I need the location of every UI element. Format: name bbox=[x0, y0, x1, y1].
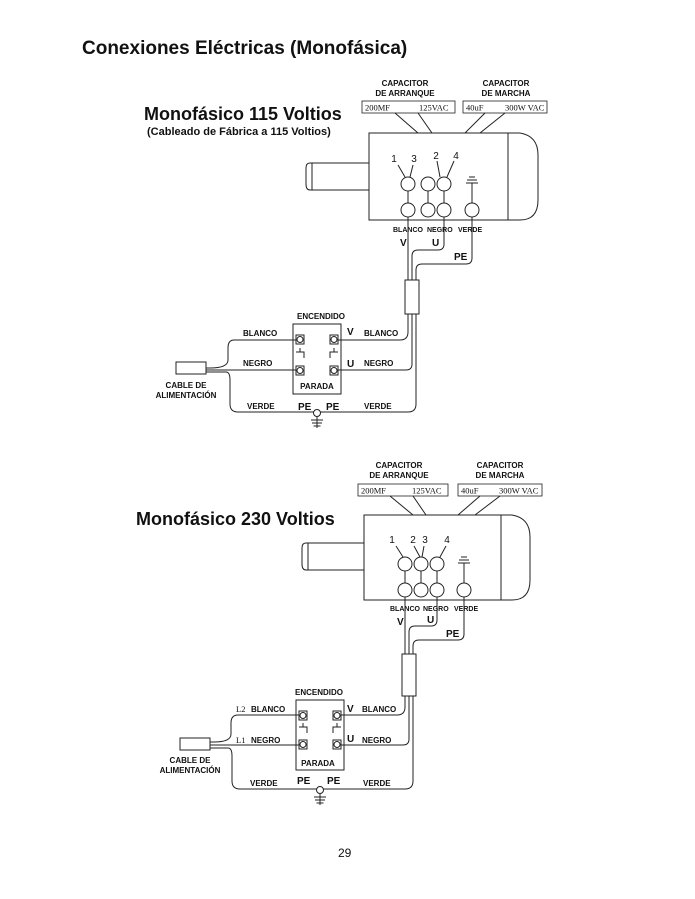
ground-icon bbox=[314, 794, 326, 805]
switch-left-wire-negro: NEGRO bbox=[243, 359, 272, 368]
terminal-number: 2 bbox=[433, 151, 439, 162]
ground-icon bbox=[458, 556, 470, 583]
ground-right-wire: VERDE bbox=[363, 779, 391, 788]
switch-115v: ENCENDIDO PARADA V U bbox=[292, 312, 354, 395]
diagram-115v-subtitle: (Cableado de Fábrica a 115 Voltios) bbox=[147, 126, 331, 138]
ground-right-code: PE bbox=[327, 776, 341, 787]
switch-code-v: V bbox=[347, 327, 354, 338]
start-capacitor: CAPACITOR DE ARRANQUE 200MF 125VAC bbox=[357, 461, 449, 516]
switch-top-label: ENCENDIDO bbox=[297, 312, 345, 321]
terminal-number: 1 bbox=[389, 535, 395, 546]
motor-wire-verde: VERDE bbox=[454, 606, 478, 613]
start-capacitor-label-2: DE ARRANQUE bbox=[375, 89, 435, 98]
run-capacitor: CAPACITOR DE MARCHA 40uF 300W VAC bbox=[462, 79, 548, 134]
switch-left-wire-blanco: BLANCO bbox=[251, 705, 285, 714]
ground-right-wire: VERDE bbox=[364, 402, 392, 411]
switch-right-wire-blanco: BLANCO bbox=[364, 329, 398, 338]
motor-code-u: U bbox=[427, 615, 434, 626]
line-code-l2: L2 bbox=[236, 704, 245, 714]
ground-left-code: PE bbox=[298, 402, 312, 413]
run-capacitor-rating-a: 40uF bbox=[461, 486, 479, 496]
motor-code-v: V bbox=[400, 238, 407, 249]
switch-code-v: V bbox=[347, 704, 354, 715]
ground-screw-icon bbox=[313, 409, 321, 417]
run-capacitor-rating-b: 300W VAC bbox=[505, 103, 545, 113]
start-capacitor-label-2: DE ARRANQUE bbox=[369, 471, 429, 480]
power-cable-label-1: CABLE DE bbox=[166, 381, 208, 390]
switch-right-wire-negro: NEGRO bbox=[364, 359, 393, 368]
switch-left-wire-negro: NEGRO bbox=[251, 736, 280, 745]
terminal-number: 3 bbox=[422, 535, 428, 546]
motor-wire-negro: NEGRO bbox=[427, 227, 453, 234]
cable-sleeve bbox=[404, 279, 420, 315]
page-number: 29 bbox=[338, 846, 352, 860]
terminal-number: 1 bbox=[391, 154, 397, 165]
run-capacitor: CAPACITOR DE MARCHA 40uF 300W VAC bbox=[457, 461, 543, 516]
motor-wire-verde: VERDE bbox=[458, 227, 482, 234]
ground-left-wire: VERDE bbox=[250, 779, 278, 788]
switch-code-u: U bbox=[347, 734, 354, 745]
terminal-number: 3 bbox=[411, 154, 417, 165]
switch-230v: ENCENDIDO PARADA V U bbox=[295, 688, 354, 771]
ground-left-wire: VERDE bbox=[247, 402, 275, 411]
power-cable-label-1: CABLE DE bbox=[170, 756, 212, 765]
motor-wire-negro: NEGRO bbox=[423, 606, 449, 613]
motor-230v: 1 2 3 4 bbox=[301, 514, 531, 601]
ground-icon bbox=[311, 417, 323, 428]
start-capacitor-rating-b: 125VAC bbox=[412, 486, 442, 496]
ground-icon bbox=[466, 176, 478, 203]
run-capacitor-rating-b: 300W VAC bbox=[499, 486, 539, 496]
start-capacitor-label-1: CAPACITOR bbox=[376, 461, 423, 470]
motor-code-v: V bbox=[397, 617, 404, 628]
start-capacitor: CAPACITOR DE ARRANQUE 200MF 125VAC bbox=[361, 79, 456, 134]
terminal-number: 2 bbox=[410, 535, 416, 546]
line-code-l1: L1 bbox=[236, 735, 245, 745]
switch-bottom-label: PARADA bbox=[300, 382, 334, 391]
power-cable-label-2: ALIMENTACIÓN bbox=[160, 766, 221, 775]
cable-sleeve bbox=[401, 653, 417, 697]
motor-code-pe: PE bbox=[446, 629, 460, 640]
run-capacitor-label-2: DE MARCHA bbox=[482, 89, 531, 98]
run-capacitor-label-2: DE MARCHA bbox=[476, 471, 525, 480]
diagram-115v-title: Monofásico 115 Voltios bbox=[144, 104, 342, 124]
power-cable-plug bbox=[179, 737, 211, 751]
switch-right-wire-blanco: BLANCO bbox=[362, 705, 396, 714]
ground-left-code: PE bbox=[297, 776, 311, 787]
motor-115v: 1 3 2 4 bbox=[305, 132, 539, 221]
ground-screw-icon bbox=[316, 786, 324, 794]
start-capacitor-rating-a: 200MF bbox=[361, 486, 386, 496]
terminal-number: 4 bbox=[453, 151, 459, 162]
run-capacitor-rating-a: 40uF bbox=[466, 103, 484, 113]
start-capacitor-label-1: CAPACITOR bbox=[382, 79, 429, 88]
diagram-230v-title: Monofásico 230 Voltios bbox=[136, 509, 335, 529]
switch-code-u: U bbox=[347, 359, 354, 370]
power-cable-plug bbox=[175, 361, 207, 375]
page-title: Conexiones Eléctricas (Monofásica) bbox=[82, 38, 408, 59]
diagram-230v: CAPACITOR DE ARRANQUE 200MF 125VAC CAPAC… bbox=[160, 461, 543, 805]
switch-bottom-label: PARADA bbox=[301, 759, 335, 768]
terminal-number: 4 bbox=[444, 535, 450, 546]
start-capacitor-rating-b: 125VAC bbox=[419, 103, 449, 113]
motor-code-pe: PE bbox=[454, 252, 468, 263]
power-cable-label-2: ALIMENTACIÓN bbox=[156, 391, 217, 400]
switch-top-label: ENCENDIDO bbox=[295, 688, 343, 697]
diagram-115v: CAPACITOR DE ARRANQUE 200MF 125VAC CAPAC… bbox=[156, 79, 548, 428]
motor-code-u: U bbox=[432, 238, 439, 249]
ground-right-code: PE bbox=[326, 402, 340, 413]
run-capacitor-label-1: CAPACITOR bbox=[477, 461, 524, 470]
switch-left-wire-blanco: BLANCO bbox=[243, 329, 277, 338]
switch-right-wire-negro: NEGRO bbox=[362, 736, 391, 745]
run-capacitor-label-1: CAPACITOR bbox=[483, 79, 530, 88]
start-capacitor-rating-a: 200MF bbox=[365, 103, 390, 113]
